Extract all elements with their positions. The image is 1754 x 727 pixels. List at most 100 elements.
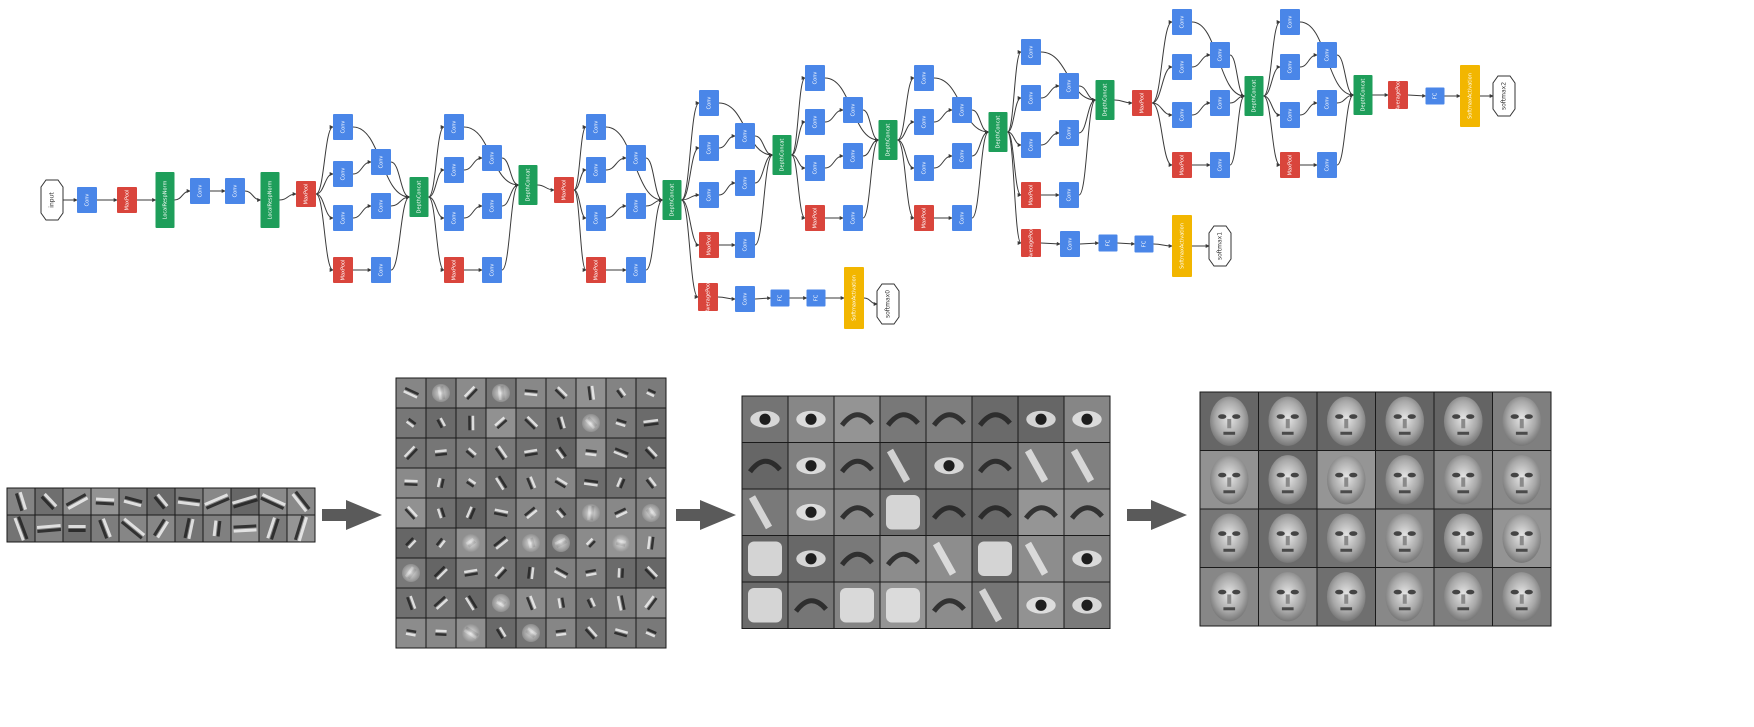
feature-cell: [515, 377, 547, 409]
node-label: SoftmaxActivation: [852, 275, 858, 321]
node-ax0c: Conv: [735, 286, 755, 312]
node-ax1f2: FC: [1134, 235, 1154, 253]
feature-cell: [455, 557, 487, 589]
edge-i3bc-i3be: [463, 204, 483, 219]
feature-cell: [455, 377, 487, 409]
node-i4dk: DepthConcat: [988, 112, 1008, 152]
edge-i4dc-i4de: [933, 154, 953, 169]
edge-i4bk-i4cc: [791, 154, 806, 170]
node-ax1s: SoftmaxActivation: [1172, 215, 1192, 277]
node-i4af: Conv: [626, 257, 646, 283]
feature-cell: [258, 487, 288, 516]
feature-grid-parts: [395, 377, 667, 649]
node-smF: SoftmaxActivation: [1460, 65, 1480, 127]
node-label: Conv: [85, 194, 91, 207]
feature-cell: [455, 617, 487, 649]
edge-i4cb-i4cd: [824, 108, 844, 123]
feature-cell: [230, 514, 260, 543]
feature-cell: [1375, 567, 1435, 627]
feature-cell: [62, 487, 92, 516]
feature-cell: [455, 437, 487, 469]
feature-cell: [833, 488, 881, 536]
edge-i3bb-i3bd: [463, 156, 483, 171]
edge-c2b-lrn2: [244, 190, 262, 202]
feature-cell: [741, 488, 789, 536]
node-p4: MaxPool: [1132, 90, 1152, 116]
node-i5be: Conv: [1317, 90, 1337, 116]
node-i5bk: DepthConcat: [1353, 75, 1373, 115]
node-i4cp: MaxPool: [805, 205, 825, 231]
feature-cell: [605, 527, 637, 559]
edge-i4cd-i4ck: [862, 109, 880, 142]
feature-cell: [1258, 450, 1318, 510]
edge-p3-i4ap: [573, 189, 587, 272]
node-i5bb: Conv: [1280, 54, 1300, 80]
node-label: Conv: [198, 185, 204, 198]
node-label: Conv: [1029, 92, 1035, 105]
edge-i4bk-i4ca: [791, 76, 806, 156]
edge-p3-i4ab: [573, 168, 587, 191]
feature-cell: [395, 407, 427, 439]
feature-cell: [395, 497, 427, 529]
feature-cell: [425, 587, 457, 619]
node-avg0: AveragePool: [698, 282, 718, 312]
node-i5ab: Conv: [1172, 54, 1192, 80]
edge-i5ak-i5bb: [1263, 65, 1281, 97]
node-i3ae: Conv: [371, 193, 391, 219]
feature-cell: [925, 442, 973, 490]
feature-cell: [925, 395, 973, 443]
node-label: Conv: [960, 212, 966, 225]
feature-cell: [545, 587, 577, 619]
edge-i4bk-i4cb: [791, 120, 806, 156]
feature-cell: [1017, 581, 1065, 629]
node-label: Conv: [707, 97, 713, 110]
feature-cell: [1199, 567, 1259, 627]
node-label: Conv: [379, 156, 385, 169]
node-label: Conv: [1067, 80, 1073, 93]
feature-cell: [395, 377, 427, 409]
node-label: Conv: [1180, 16, 1186, 29]
edge-i4bc-i4be: [718, 181, 736, 196]
feature-cell: [971, 581, 1019, 629]
node-i3ba: Conv: [444, 114, 464, 140]
node-label: Conv: [379, 200, 385, 213]
feature-cell: [515, 587, 547, 619]
feature-grid-edges: [6, 487, 316, 543]
node-i4bb: Conv: [699, 135, 719, 161]
node-i4ec: Conv: [1021, 132, 1041, 158]
feature-cell: [425, 617, 457, 649]
edge-lrn2-p2: [279, 192, 297, 201]
node-label: Conv: [594, 164, 600, 177]
feature-cell: [1492, 391, 1552, 451]
node-i4dd: Conv: [952, 97, 972, 123]
node-label: Conv: [490, 200, 496, 213]
node-i3be: Conv: [482, 193, 502, 219]
feature-cell: [1063, 442, 1111, 490]
node-label: MaxPool: [125, 190, 131, 211]
node-label: FC: [814, 294, 820, 301]
feature-cell: [258, 514, 288, 543]
feature-cell: [879, 535, 927, 583]
feature-cell: [605, 377, 637, 409]
feature-cell: [1017, 395, 1065, 443]
node-label: DepthConcat: [780, 139, 786, 172]
node-i5aa: Conv: [1172, 9, 1192, 35]
node-label: Conv: [1218, 97, 1224, 110]
edge-i4ak-i4bc: [681, 193, 700, 201]
feature-cell: [1375, 391, 1435, 451]
node-i5ba: Conv: [1280, 9, 1300, 35]
node-i3ak: DepthConcat: [409, 177, 429, 217]
edge-i4cc-i4ce: [824, 154, 844, 169]
edge-ax1c-ax1f1: [1079, 241, 1100, 246]
node-label: Conv: [452, 164, 458, 177]
edge-i5ac-i5ae: [1191, 101, 1211, 116]
feature-cell: [425, 407, 457, 439]
node-i3aa: Conv: [333, 114, 353, 140]
node-label: DepthConcat: [417, 181, 423, 214]
node-i4bd: Conv: [735, 123, 755, 149]
node-i4ba: Conv: [699, 90, 719, 116]
node-i3bd: Conv: [482, 145, 502, 171]
edge-i5bd-i5bk: [1336, 54, 1355, 97]
node-i4ep: MaxPool: [1021, 182, 1041, 208]
